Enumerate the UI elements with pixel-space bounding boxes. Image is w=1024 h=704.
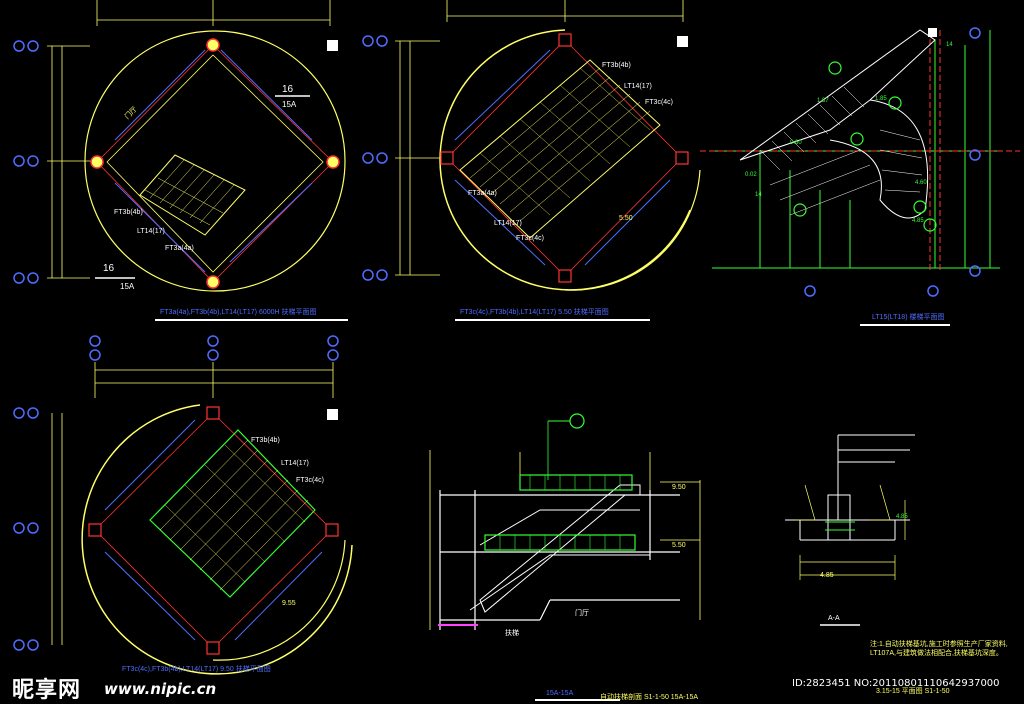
escalator-label: 扶梯 (505, 630, 519, 637)
escalator-label: FT3c(4c) (296, 477, 324, 484)
dimension-label: 4.60 (915, 180, 927, 186)
section-mark-label: 16 (103, 263, 115, 274)
watermark-logo: 昵享网 (12, 678, 82, 703)
plan-panel-1 (13, 0, 348, 321)
escalator-label: FT3b(4b) (602, 62, 631, 69)
escalator-label: FT3b(4b) (114, 209, 143, 216)
dimension-label: 1.87 (817, 98, 829, 104)
section-panel-5 (429, 413, 701, 701)
elevation-label: 9.55 (282, 600, 296, 607)
notes-text: 注:1.自动扶梯基坑,施工时参照生产厂家资料, LT107A,与建筑做法相配合,… (870, 641, 1008, 657)
escalator-label: FT3a(4a) (165, 245, 194, 252)
escalator-label: FT3c(4c) (645, 99, 673, 106)
drawing-title: FT3c(4c),FT3b(4b),LT14(LT17) 5.50 扶梯平面图 (460, 309, 609, 316)
axis-bubbles-left-1 (13, 40, 39, 284)
section-mark-label: 15A (282, 100, 297, 109)
watermark-site: www.nipic.cn (104, 680, 217, 698)
drawing-title: FT3a(4a),FT3b(4b),LT14(LT17) 6000H 扶梯平面图 (160, 309, 317, 316)
detail-title: A-A (828, 615, 840, 622)
detail-panel-6 (785, 434, 915, 626)
drawing-title: FT3c(4c),FT3b(4b),LT14(LT17) 9.50 扶梯平面图 (122, 666, 271, 673)
section-mark-label: 15A (120, 282, 135, 291)
drawing-refs: 3.15-15 平面图 S1-1-50 (876, 688, 950, 695)
stair-label: LT14(17) (137, 228, 165, 235)
watermark-id: ID:2823451 NO:20110801110642937000 (792, 678, 1000, 689)
dimension-label: 1.85 (875, 96, 887, 102)
escalator-label: FT3c(4c) (516, 235, 544, 242)
dimension-label: 4.85 (820, 572, 834, 579)
dimension-label: 4.85 (896, 514, 908, 520)
section-title: 15A-15A (546, 690, 574, 697)
plan-panel-3 (700, 27, 1020, 326)
drawing-title: LT15(LT18) 楼梯平面图 (872, 314, 945, 321)
dimension-label: 4.85 (912, 218, 924, 224)
room-label: 门厅 (575, 610, 589, 617)
elevation-label: 9.50 (672, 484, 686, 491)
section-mark-label: 16 (282, 84, 294, 95)
elevation-label: 5.50 (672, 542, 686, 549)
section-caption: 自动扶梯剖面 S1-1-50 15A-15A (600, 694, 699, 701)
elevation-label: 5.50 (619, 215, 633, 222)
plan-panel-2 (362, 0, 701, 321)
dimension-label: 14 (946, 42, 953, 48)
dimension-label: 14 (755, 192, 762, 198)
stair-label: LT14(17) (281, 460, 309, 467)
dimension-label: 0.02 (745, 172, 757, 178)
stair-label: LT14(17) (624, 83, 652, 90)
escalator-label: FT3b(4b) (251, 437, 280, 444)
plan-panel-4 (13, 335, 353, 675)
escalator-label: FT3a(4a) (468, 190, 497, 197)
stair-label: LT14(17) (494, 220, 522, 227)
dimension-label: 0.60 (790, 140, 802, 146)
